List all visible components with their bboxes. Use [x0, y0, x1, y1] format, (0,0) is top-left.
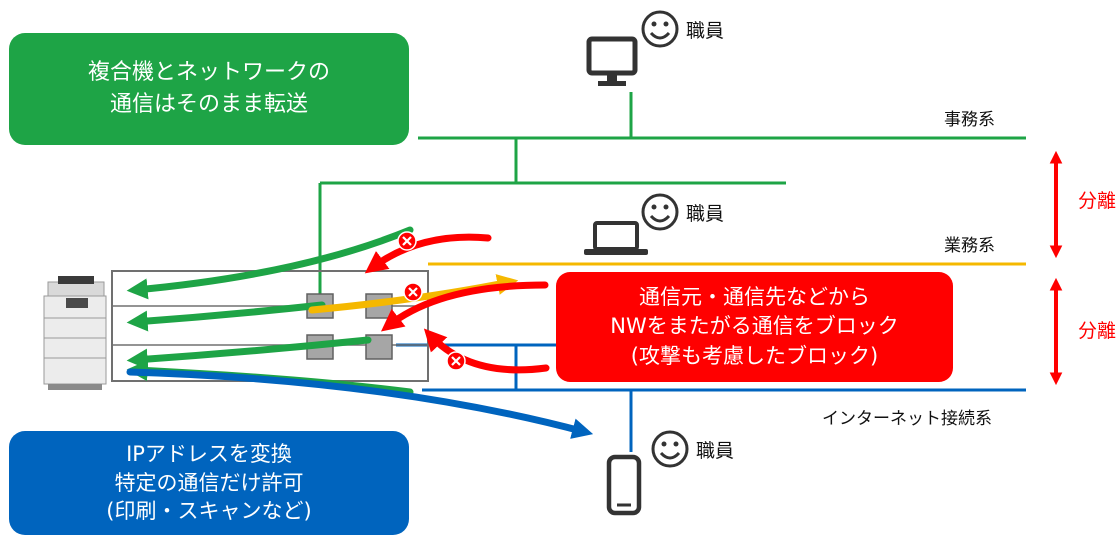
smartphone-icon — [606, 454, 642, 516]
business-network-label: 業務系 — [944, 236, 995, 256]
green-arrow-top — [126, 226, 414, 300]
staff-label-business: 職員 — [686, 203, 725, 225]
forward-note-line-1: 複合機とネットワークの — [87, 60, 330, 86]
separation-label-lower: 分離 — [1078, 320, 1117, 342]
red-arrow-1 — [364, 233, 492, 274]
laptop-icon — [584, 221, 648, 255]
staff-label-office: 職員 — [686, 20, 725, 42]
nat-note-line-1: IPアドレスを変換 — [126, 442, 292, 467]
block-note-box: 通信元・通信先などから NWをまたがる通信をブロック (攻撃も考慮したブロック) — [556, 272, 953, 382]
multifunction-printer-icon — [43, 276, 107, 390]
block-x-icon — [446, 351, 466, 371]
nat-note-line-2: 特定の通信だけ許可 — [114, 470, 304, 495]
green-arrow-middle — [126, 301, 326, 332]
separation-label-upper: 分離 — [1078, 190, 1117, 212]
block-x-icon — [403, 282, 423, 302]
forward-note-box: 複合機とネットワークの 通信はそのまま転送 — [9, 33, 409, 145]
red-arrow-2 — [380, 281, 549, 332]
block-x-icon — [397, 231, 417, 251]
block-note-line-2: NWをまたがる通信をブロック — [610, 314, 899, 339]
internet-network-label: インターネット接続系 — [822, 409, 992, 429]
nat-note-box: IPアドレスを変換 特定の通信だけ許可 (印刷・スキャンなど) — [9, 431, 409, 535]
blue-internet-arrow — [126, 368, 594, 439]
nat-note-line-3: (印刷・スキャンなど) — [106, 499, 312, 524]
smiley-icon — [641, 193, 679, 231]
network-lines — [318, 92, 1026, 452]
desktop-monitor-icon — [586, 36, 638, 86]
office-network-label: 事務系 — [944, 110, 995, 130]
green-arrow-lower — [126, 336, 372, 370]
block-note-line-1: 通信元・通信先などから — [639, 284, 870, 309]
smiley-icon — [641, 10, 679, 48]
block-note-line-3: (攻撃も考慮したブロック) — [630, 343, 879, 368]
red-arrow-3 — [423, 328, 550, 374]
forward-note-line-2: 通信はそのまま転送 — [109, 92, 308, 117]
red-blocked-arrows — [364, 233, 550, 374]
smiley-icon — [651, 430, 689, 468]
staff-label-internet: 職員 — [696, 440, 735, 462]
